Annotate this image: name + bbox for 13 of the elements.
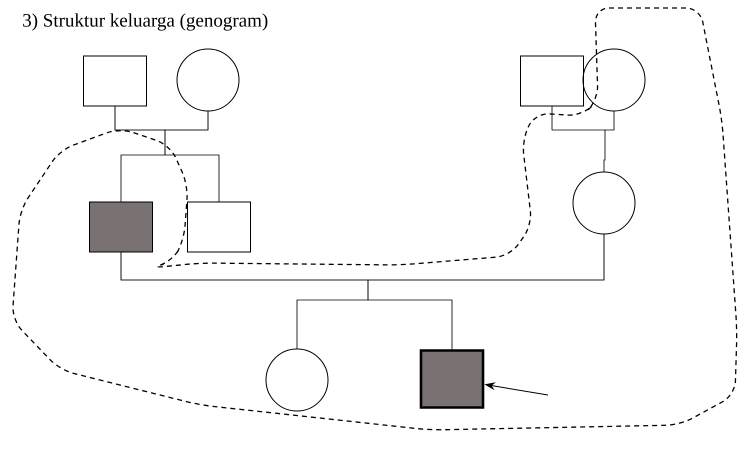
title: 3) Struktur keluarga (genogram): [23, 13, 268, 31]
female-circle: [582, 48, 646, 112]
male-square: [520, 56, 584, 106]
female-circle: [572, 172, 636, 234]
female-circle: [266, 348, 328, 412]
index-patient-square: [420, 349, 484, 409]
male-square: [187, 202, 251, 252]
male-square: [83, 56, 147, 106]
affected-male-square: [89, 202, 153, 252]
female-circle: [176, 48, 240, 112]
descent-line: [368, 234, 604, 350]
descent-line: [164, 111, 220, 202]
descent-line: [604, 111, 614, 172]
